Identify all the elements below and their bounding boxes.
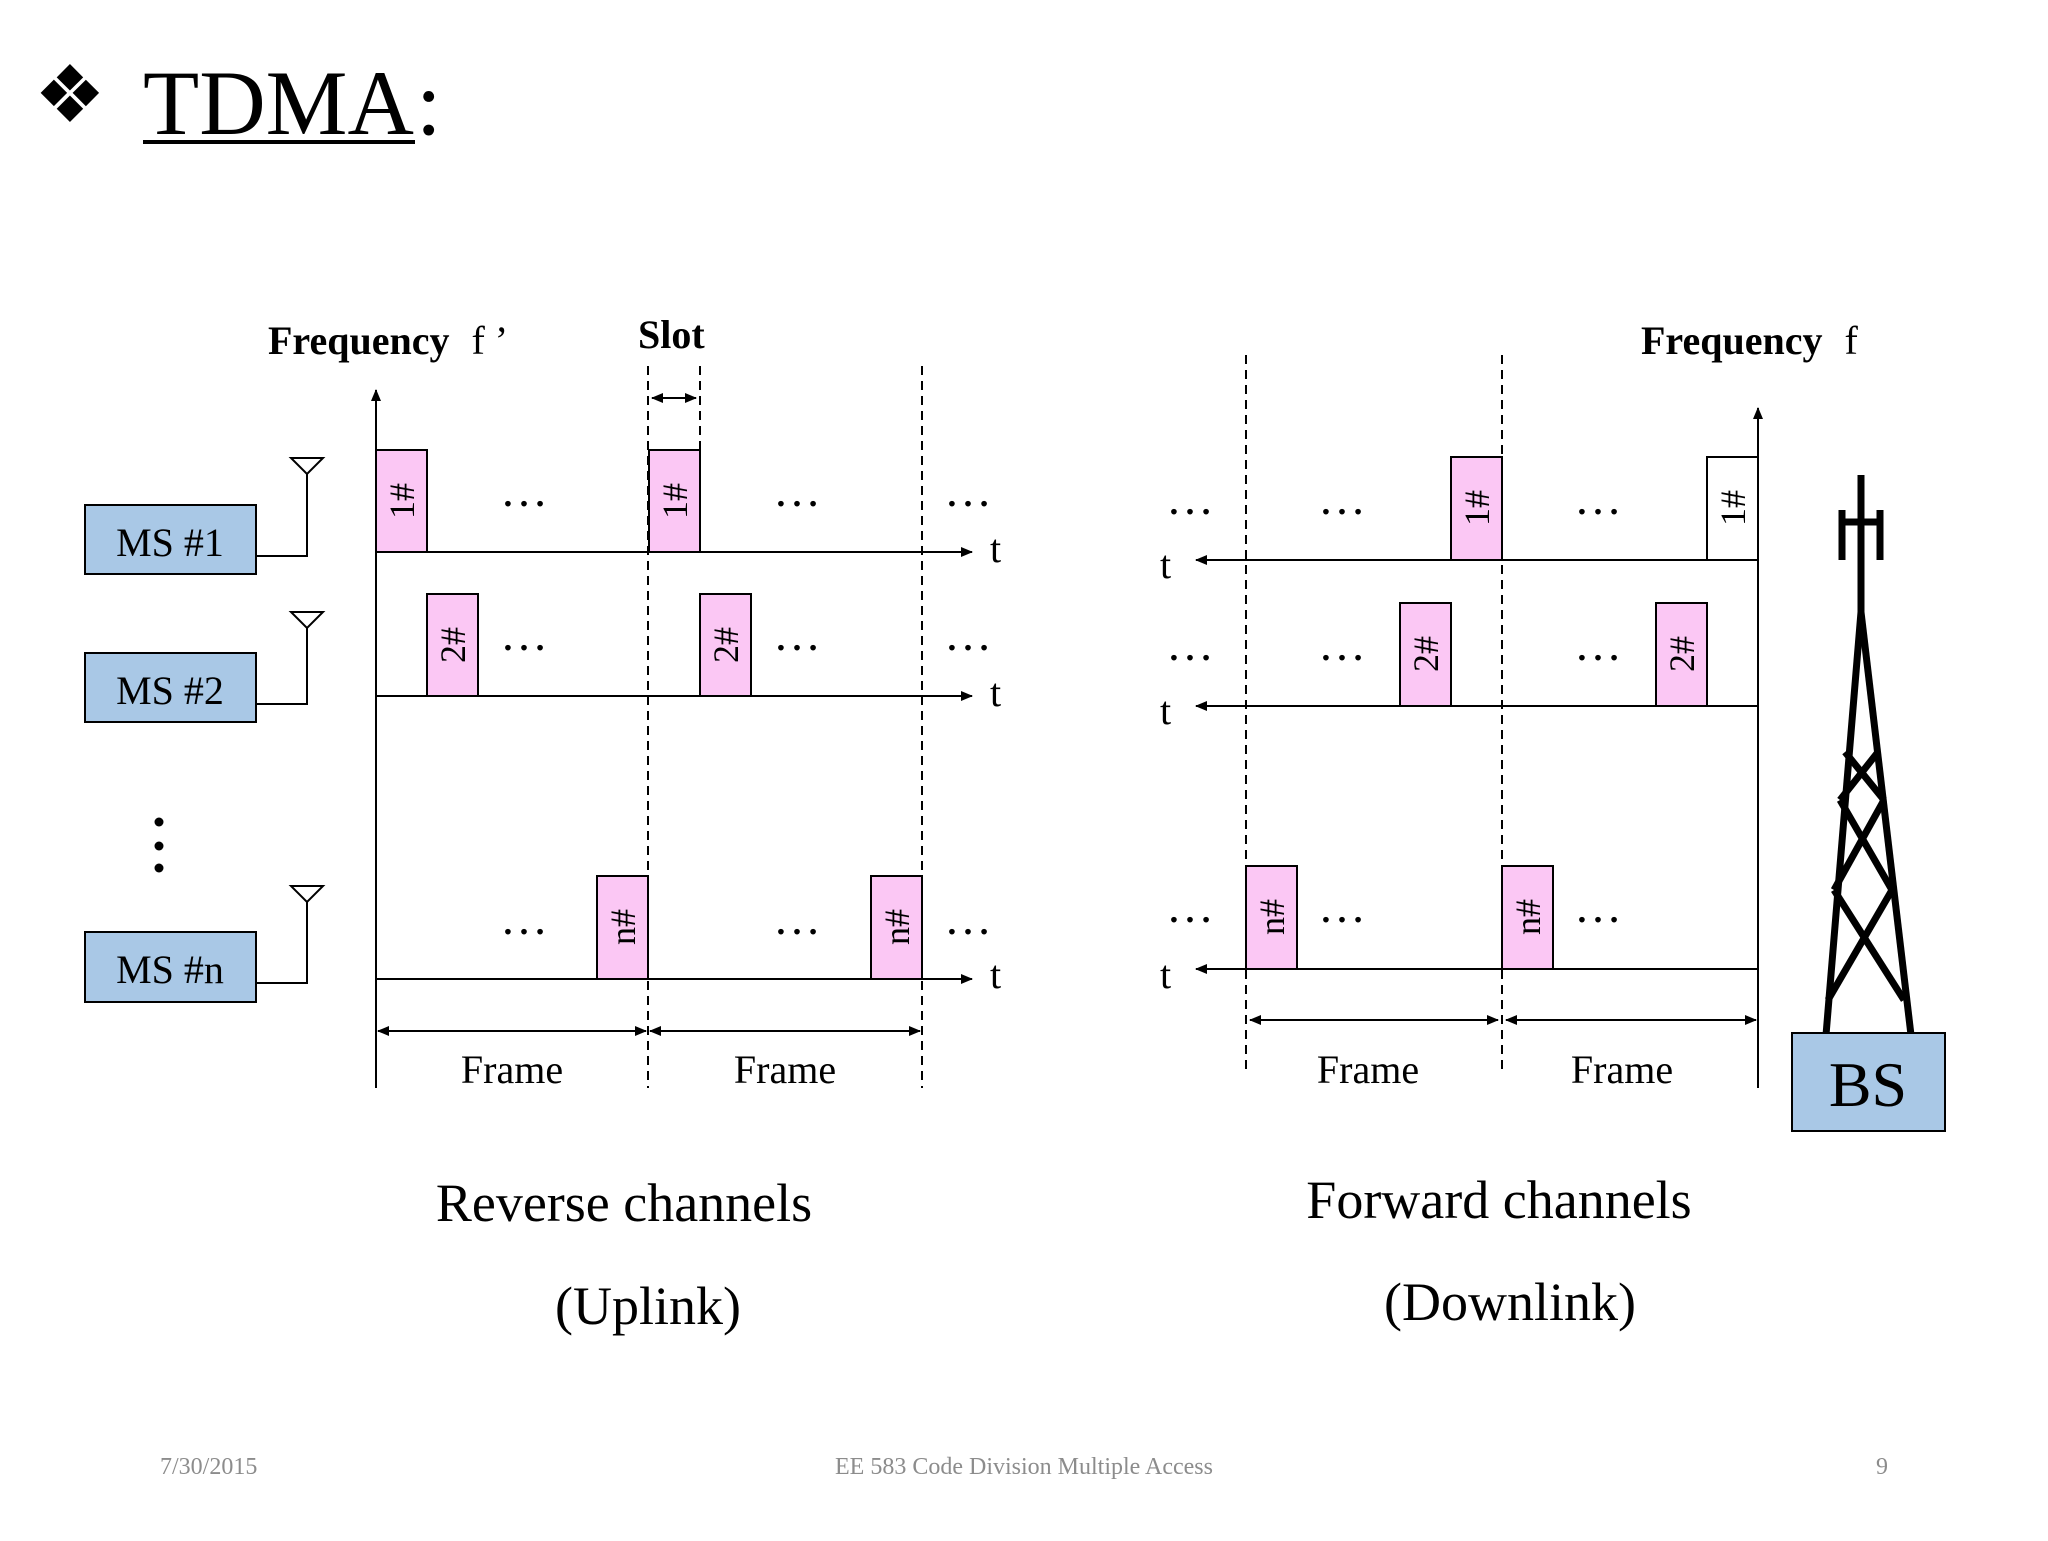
downlink-time-label: t: [1160, 688, 1171, 733]
footer-date: 7/30/2015: [160, 1454, 257, 1480]
svg-text:1#: 1#: [1457, 490, 1497, 526]
svg-text:n#: n#: [1252, 899, 1292, 935]
mobile-station: MS #1: [84, 457, 326, 575]
uplink-slot: n#: [596, 875, 649, 980]
uplink-caption-sub: (Uplink): [555, 1276, 741, 1336]
svg-text:2#: 2#: [1662, 636, 1702, 672]
frame-label: Frame: [1317, 1047, 1419, 1092]
tower-icon: [1822, 475, 1915, 1036]
mobile-station: MS #n: [84, 885, 326, 1003]
svg-text:2#: 2#: [1406, 636, 1446, 672]
downlink-diagram: Frequency f t t t 1# 1# 2# 2#: [1160, 318, 1946, 1332]
downlink-slot: n#: [1501, 865, 1554, 970]
ellipsis: …: [500, 892, 548, 945]
footer-course: EE 583 Code Division Multiple Access: [835, 1454, 1213, 1480]
ellipsis: …: [944, 608, 992, 661]
svg-text:MS #2: MS #2: [116, 668, 224, 713]
downlink-slot: n#: [1245, 865, 1298, 970]
frame-label: Frame: [461, 1047, 563, 1092]
uplink-time-label: t: [990, 952, 1001, 997]
uplink-caption: Reverse channels: [436, 1173, 812, 1233]
svg-text:1#: 1#: [1713, 490, 1753, 526]
antenna-icon: [288, 885, 326, 904]
svg-text:n#: n#: [603, 909, 643, 945]
ellipsis: …: [1166, 880, 1214, 933]
uplink-slot: n#: [870, 875, 923, 980]
antenna-icon: [288, 457, 326, 476]
downlink-slot: 2#: [1399, 602, 1452, 707]
downlink-frequency-label: Frequency f: [1641, 318, 1858, 363]
svg-text:n#: n#: [1508, 899, 1548, 935]
ellipsis: …: [944, 892, 992, 945]
ellipsis: …: [1574, 618, 1622, 671]
slide-title: TDMA: [143, 52, 414, 154]
ellipsis: …: [1574, 880, 1622, 933]
uplink-frequency-label: Frequency f ’: [268, 318, 508, 363]
ellipsis: …: [773, 464, 821, 517]
downlink-caption: Forward channels: [1306, 1170, 1691, 1230]
slot-label: Slot: [638, 312, 705, 357]
ellipsis: …: [1166, 618, 1214, 671]
downlink-caption-sub: (Downlink): [1384, 1272, 1636, 1332]
ellipsis: …: [1318, 472, 1366, 525]
ellipsis: …: [773, 608, 821, 661]
uplink-slot: 1#: [375, 449, 428, 553]
footer-page-number: 9: [1876, 1454, 1888, 1480]
ellipsis: …: [944, 464, 992, 517]
downlink-slot: 1#: [1450, 456, 1503, 561]
ellipsis: …: [1574, 472, 1622, 525]
svg-text:MS #n: MS #n: [116, 947, 224, 992]
frame-label: Frame: [734, 1047, 836, 1092]
ellipsis: …: [1318, 618, 1366, 671]
downlink-time-label: t: [1160, 952, 1171, 997]
svg-text:1#: 1#: [655, 483, 695, 519]
ellipsis: …: [500, 464, 548, 517]
uplink-slot: 2#: [426, 593, 479, 697]
svg-text:2#: 2#: [433, 627, 473, 663]
ellipsis: …: [1166, 472, 1214, 525]
svg-text:n#: n#: [877, 909, 917, 945]
ellipsis: …: [773, 892, 821, 945]
title-colon: :: [416, 52, 442, 154]
uplink-slot: 1#: [648, 449, 701, 553]
mobile-station: MS #2: [84, 611, 326, 723]
ellipsis: …: [1318, 880, 1366, 933]
uplink-time-label: t: [990, 670, 1001, 715]
svg-text:MS #1: MS #1: [116, 520, 224, 565]
antenna-icon: [288, 611, 326, 630]
frame-label: Frame: [1571, 1047, 1673, 1092]
svg-text:2#: 2#: [706, 627, 746, 663]
downlink-slot: 1#: [1706, 456, 1759, 561]
bullet-icon: ❖: [34, 52, 106, 140]
uplink-time-label: t: [990, 526, 1001, 571]
svg-text:BS: BS: [1829, 1049, 1907, 1120]
uplink-slot: 2#: [699, 593, 752, 697]
uplink-diagram: Frequency f ’ Slot t t t 1# 1# 2#: [84, 312, 1001, 1336]
base-station: BS: [1791, 1032, 1946, 1132]
downlink-slot: 2#: [1655, 602, 1708, 707]
downlink-time-label: t: [1160, 542, 1171, 587]
svg-text:1#: 1#: [382, 483, 422, 519]
ellipsis: …: [500, 608, 548, 661]
vertical-ellipsis: [154, 817, 164, 873]
